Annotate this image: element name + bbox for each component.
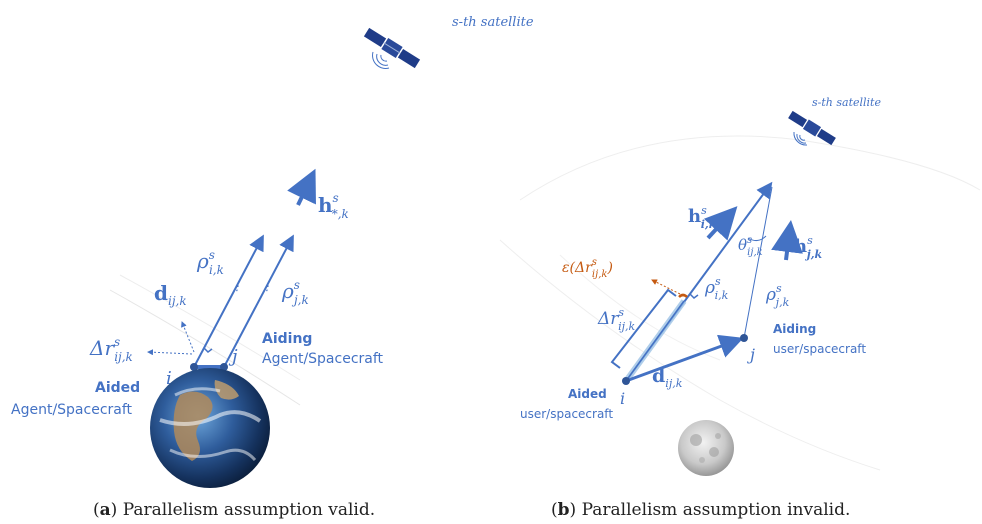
satellite-icon — [363, 27, 421, 69]
right-angle-mark — [689, 293, 699, 299]
d-label: dij,k — [652, 365, 683, 390]
orbit-arc — [109, 289, 301, 406]
satellite-label: s-th satellite — [452, 15, 534, 30]
error-arc — [678, 293, 688, 298]
aided-title: Aided — [95, 380, 140, 396]
aiding-subtitle: user/spacecraft — [773, 342, 866, 356]
node-i — [190, 363, 198, 371]
delta-r-brace — [610, 288, 677, 369]
los-unit-vector-arrow — [287, 168, 316, 206]
signal-waves-icon — [372, 51, 390, 69]
aided-subtitle: Agent/Spacecraft — [11, 402, 133, 418]
error-arrow — [651, 279, 681, 295]
caption-a: (a) Parallelism assumption valid. — [93, 500, 375, 520]
orbit-arc — [519, 135, 981, 201]
rho-j-arrow — [223, 234, 294, 368]
aided-subtitle: user/spacecraft — [520, 407, 613, 421]
node-i-label: i — [166, 368, 172, 389]
orbit-arc — [499, 239, 881, 471]
node-j — [220, 363, 228, 371]
h-star-label: hs*,k — [318, 191, 349, 221]
delta-r-segment — [625, 300, 685, 382]
aiding-subtitle: Agent/Spacecraft — [262, 351, 384, 367]
d-direction-arrow — [181, 321, 195, 353]
dots: ⋮ — [261, 279, 273, 293]
node-i-label: i — [620, 389, 625, 408]
node-j-label: j — [747, 345, 755, 364]
angle-arc — [747, 235, 767, 242]
moon-icon — [678, 420, 734, 476]
satellite-icon — [788, 110, 836, 146]
node-i — [622, 377, 630, 385]
rho-i-arrow — [193, 234, 264, 368]
h-i-arrow — [703, 206, 738, 241]
node-j-label: j — [228, 346, 238, 367]
satellite-label: s-th satellite — [812, 96, 881, 109]
node-j — [740, 334, 748, 342]
right-angle-mark — [203, 347, 213, 353]
aiding-title: Aiding — [262, 331, 312, 347]
rho-j-line — [743, 186, 773, 339]
signal-waves-icon — [793, 131, 808, 146]
aided-title: Aided — [568, 387, 607, 401]
earth-icon — [150, 368, 270, 488]
d-vector-arrow — [625, 334, 744, 383]
delta-r-arrow — [147, 349, 193, 356]
caption-b: (b) Parallelism assumption invalid. — [551, 500, 850, 520]
d-label: dij,k — [154, 281, 187, 308]
aiding-title: Aiding — [773, 322, 816, 336]
h-j-arrow — [771, 220, 803, 261]
dots: ⋮ — [231, 279, 243, 293]
